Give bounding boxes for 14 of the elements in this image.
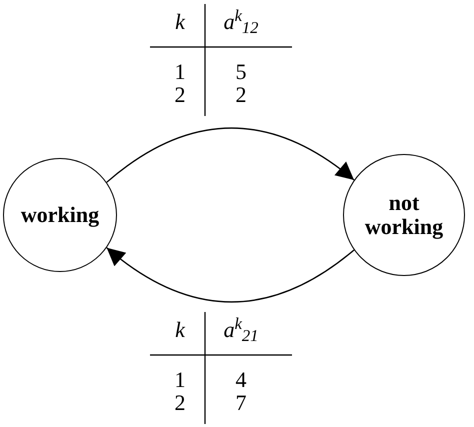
table-value: 1	[174, 60, 186, 84]
table-value: 7	[236, 391, 246, 415]
table-value: 2	[236, 83, 246, 107]
table-value: 5	[236, 60, 246, 84]
table-value: 4	[236, 368, 246, 392]
state-label: working	[20, 203, 100, 227]
table-header: k	[175, 318, 185, 342]
table-value: 1	[174, 368, 186, 392]
arrow	[106, 128, 354, 183]
table-value: 2	[174, 83, 186, 107]
state-label: not working	[364, 191, 444, 239]
table-header: k	[175, 10, 185, 34]
table-value: 2	[174, 391, 186, 415]
arrow	[106, 247, 354, 302]
